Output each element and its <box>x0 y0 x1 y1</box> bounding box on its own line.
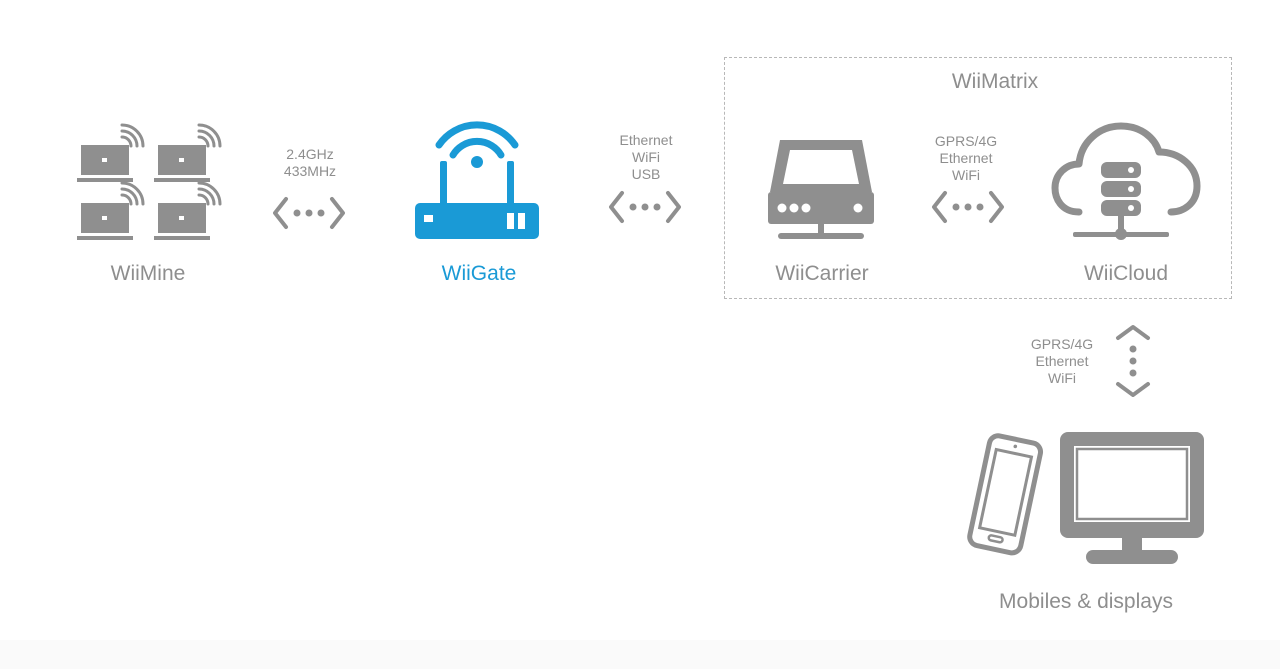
link-text-line: Ethernet <box>619 132 673 148</box>
laptops-wifi-icon <box>77 123 222 240</box>
link-text-line: WiFi <box>952 167 980 183</box>
wiimatrix-title: WiiMatrix <box>951 70 1039 93</box>
bidirectional-arrow-icon <box>609 191 681 223</box>
link-label-carrier-cloud: GPRS/4G Ethernet WiFi <box>916 133 1016 184</box>
cloud-server-icon <box>1051 122 1201 240</box>
link-label-gate-carrier: Ethernet WiFi USB <box>596 132 696 183</box>
link-text-line: 433MHz <box>283 163 337 179</box>
router-icon <box>415 121 539 239</box>
node-label-wiigate: WiiGate <box>441 262 517 285</box>
bidirectional-arrow-icon <box>273 197 345 229</box>
node-label-wiicloud: WiiCloud <box>1083 262 1169 285</box>
link-label-mine-gate: 2.4GHz 433MHz <box>260 146 360 180</box>
node-label-wiimine: WiiMine <box>110 262 186 285</box>
phone-monitor-icon <box>967 432 1204 564</box>
link-text-line: 2.4GHz <box>286 146 334 162</box>
link-text-line: GPRS/4G <box>934 133 998 149</box>
link-text-line: Ethernet <box>1035 353 1089 369</box>
node-label-mobiles: Mobiles & displays <box>999 590 1173 613</box>
link-text-line: Ethernet <box>939 150 993 166</box>
footer-band <box>0 640 1280 669</box>
link-text-line: GPRS/4G <box>1030 336 1094 352</box>
bidirectional-arrow-icon <box>932 191 1004 223</box>
link-text-line: USB <box>631 166 661 182</box>
link-label-cloud-mobiles: GPRS/4G Ethernet WiFi <box>1012 336 1112 387</box>
link-text-line: WiFi <box>1048 370 1076 386</box>
gateway-device-icon <box>768 140 874 239</box>
link-text-line: WiFi <box>632 149 660 165</box>
node-label-wiicarrier: WiiCarrier <box>775 262 869 285</box>
wiimatrix-group-box <box>724 57 1232 299</box>
vertical-bidirectional-arrow-icon <box>1116 325 1150 397</box>
